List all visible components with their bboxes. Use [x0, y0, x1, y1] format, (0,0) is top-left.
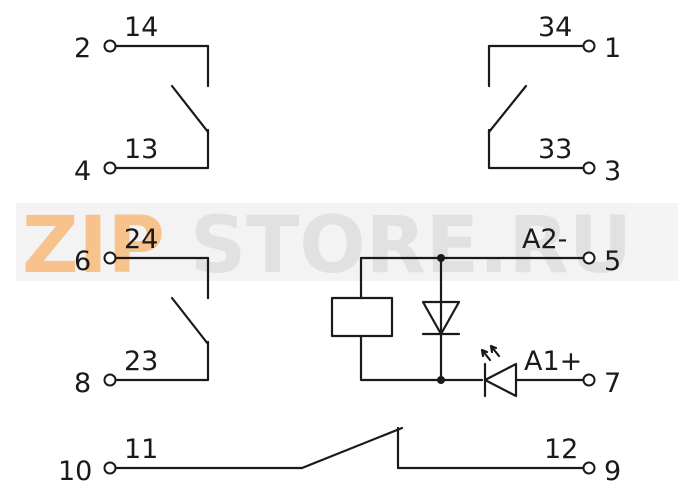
coil-bottom-wire	[359, 334, 484, 382]
contact-2: 1 34 3 33	[487, 12, 621, 187]
contact-2-bottom-wire	[487, 128, 585, 170]
pin-label-7: 7	[604, 368, 621, 399]
pin-label-9: 9	[604, 456, 621, 487]
contact-3: 6 24 8 23	[74, 224, 210, 399]
pin-label-1: 1	[604, 33, 621, 64]
contact-3-blade	[170, 296, 210, 346]
coil-top-wire	[359, 256, 585, 300]
pin-label-2: 2	[74, 33, 91, 64]
contact-1-bottom-wire	[114, 128, 210, 170]
contact-label-24: 24	[124, 224, 158, 255]
contact-4-right-wire	[396, 426, 585, 470]
terminal-pin-7	[582, 373, 596, 387]
watermark-band	[16, 203, 678, 281]
pin-label-5: 5	[604, 246, 621, 277]
flyback-diode-symbol	[421, 300, 461, 336]
coil-label-a2-minus: A2-	[522, 224, 567, 255]
led-light-arrow-2	[489, 344, 501, 358]
relay-coil	[330, 296, 394, 338]
pin-label-3: 3	[604, 156, 621, 187]
pin-label-4: 4	[74, 156, 91, 187]
pin-label-8: 8	[74, 368, 91, 399]
contact-1-top-wire	[114, 44, 210, 88]
contact-2-top-wire	[487, 44, 585, 88]
junction-dot-top	[437, 254, 445, 262]
coil-label-a1-plus: A1+	[524, 346, 582, 377]
contact-label-23: 23	[124, 346, 158, 377]
contact-3-top-wire	[114, 256, 210, 300]
terminal-pin-9	[582, 461, 596, 475]
contact-label-12: 12	[544, 434, 578, 465]
contact-1: 2 14 4 13	[74, 12, 210, 187]
pin-label-6: 6	[74, 246, 91, 277]
terminal-pin-3	[582, 161, 596, 175]
contact-1-blade	[170, 84, 210, 134]
contact-label-14: 14	[124, 12, 158, 43]
terminal-pin-5	[582, 251, 596, 265]
led-symbol	[483, 362, 518, 398]
contact-3-bottom-wire	[114, 340, 210, 382]
contact-label-13: 13	[124, 134, 158, 165]
contact-label-34: 34	[538, 12, 572, 43]
terminal-pin-1	[582, 39, 596, 53]
contact-label-33: 33	[538, 134, 572, 165]
coil-circuit: A2- 5 A1+ 7	[330, 224, 621, 399]
junction-dot-bottom	[437, 376, 445, 384]
contact-4: 10 11 9 12	[58, 426, 621, 487]
terminal-pin-10	[103, 461, 117, 475]
terminal-pin-8	[103, 373, 117, 387]
watermark-part1: ZIP	[22, 201, 165, 291]
watermark-part2: STORE.RU	[190, 201, 632, 291]
terminal-pin-6	[103, 251, 117, 265]
contact-2-blade	[487, 84, 528, 134]
pin-label-10: 10	[58, 456, 92, 487]
watermark: ZIP STORE.RU	[16, 201, 678, 291]
terminal-pin-2	[103, 39, 117, 53]
terminal-pin-4	[103, 161, 117, 175]
contact-label-11: 11	[124, 434, 158, 465]
led-light-arrow-1	[480, 348, 492, 362]
contact-4-blade	[300, 426, 404, 470]
